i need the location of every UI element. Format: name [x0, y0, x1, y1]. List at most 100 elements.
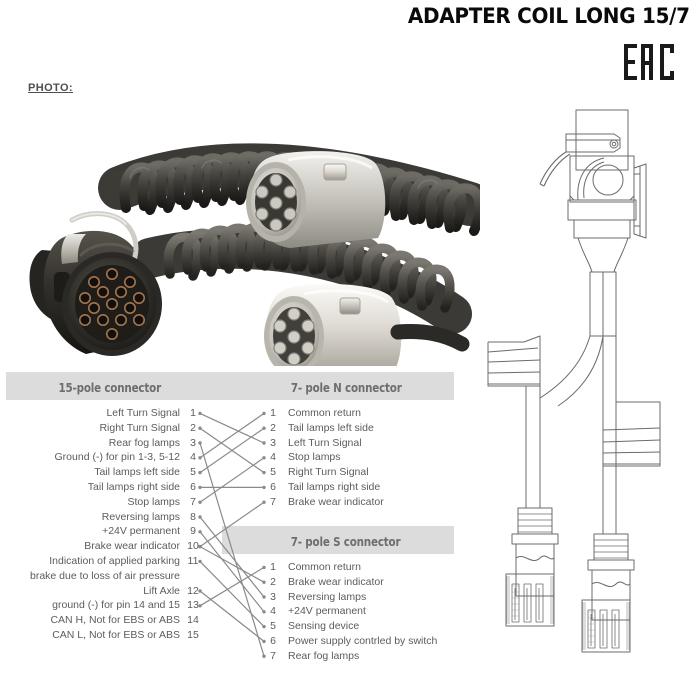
pin-number: 2	[270, 421, 276, 434]
table-row: Left Turn Signal 1	[12, 406, 206, 421]
table-row: 1 Common return	[268, 560, 454, 575]
table-row: Right Turn Signal 2	[12, 421, 206, 436]
table-row: Indication of applied parking 11	[12, 554, 206, 569]
pin-label: Right Turn Signal	[99, 421, 180, 434]
pin-label: Tail lamps left side	[288, 421, 374, 434]
pin-number: 4	[270, 605, 276, 618]
pin-label: ground (-) for pin 14 and 15	[52, 599, 180, 612]
pin-number: 8	[190, 510, 196, 523]
pin-number: 6	[270, 635, 276, 647]
pin-label: Tail lamps right side	[87, 481, 180, 493]
pin-label: Rear fog lamps	[108, 436, 180, 449]
pin-label: brake due to loss of air pressure	[30, 569, 180, 582]
pin-number: 5	[270, 466, 276, 479]
table-row: 6 Power supply contrled by switch	[268, 634, 454, 649]
pin-number: 4	[270, 451, 276, 464]
pin-number: 4	[190, 451, 196, 464]
pin-label: Brake wear indicator	[288, 495, 384, 508]
pin-number: 3	[190, 436, 196, 449]
pin-label: Rear fog lamps	[288, 649, 360, 662]
product-photo	[0, 108, 492, 413]
table-row: Lift Axle 12	[12, 584, 206, 599]
pin-number: 1	[270, 561, 276, 573]
table-row: Brake wear indicator 10	[12, 539, 206, 554]
eac-certification-mark	[624, 44, 678, 84]
pin-label: Brake wear indicator	[288, 575, 384, 588]
pin-number: 11	[187, 555, 199, 567]
table-row: +24V permanent 9	[12, 524, 206, 539]
pin-label: Common return	[288, 407, 361, 419]
table-row: 2 Brake wear indicator	[268, 575, 454, 590]
pin-number: 1	[190, 407, 196, 419]
photo-label: PHOTO:	[28, 82, 73, 94]
table-row: 7 Brake wear indicator	[268, 495, 454, 510]
pin-number: 7	[270, 649, 276, 662]
pin-number: 13	[187, 599, 199, 612]
pin-label: Right Turn Signal	[288, 466, 369, 479]
pin-number: 2	[190, 421, 196, 434]
pin-label: Power supply contrled by switch	[288, 635, 438, 647]
pin-number: 3	[270, 436, 276, 449]
pin-label: Brake wear indicator	[84, 540, 180, 553]
pin-number: 14	[187, 614, 199, 627]
pole15-header-band	[6, 372, 222, 400]
pin-label: Sensing device	[288, 620, 360, 633]
table-row: 6 Tail lamps right side	[268, 480, 454, 495]
pin-number: 5	[270, 620, 276, 633]
pin-label: Lift Axle	[143, 584, 180, 597]
pin-label: Left Turn Signal	[106, 407, 180, 419]
table-row: CAN L, Not for EBS or ABS 15	[12, 628, 206, 643]
table-row: 5 Sensing device	[268, 619, 454, 634]
pin-label: Reversing lamps	[101, 510, 180, 523]
pin-label: Indication of applied parking	[49, 555, 180, 567]
poleN-header-band	[222, 372, 454, 400]
table-row: 5 Right Turn Signal	[268, 465, 454, 480]
pin-label: Left Turn Signal	[288, 436, 362, 449]
table-row: CAN H, Not for EBS or ABS 14	[12, 613, 206, 628]
pin-number: 6	[270, 481, 276, 493]
pin-label: Ground (-) for pin 1-3, 5-12	[54, 451, 180, 464]
pin-label: CAN H, Not for EBS or ABS	[50, 614, 180, 627]
pin-label: Reversing lamps	[288, 590, 367, 603]
table-row: Reversing lamps 8	[12, 510, 206, 525]
table-row: Tail lamps left side 5	[12, 465, 206, 480]
table-row: Ground (-) for pin 1-3, 5-12 4	[12, 450, 206, 465]
pin-number: 7	[190, 495, 196, 508]
table-row: 7 Rear fog lamps	[268, 649, 454, 664]
poleS-header-label: 7- pole S connector	[290, 534, 401, 549]
pin-label: +24V permanent	[102, 525, 180, 538]
table-row: 4 +24V permanent	[268, 604, 454, 619]
table-row: Tail lamps right side 6	[12, 480, 206, 495]
pin-number: 9	[190, 525, 196, 538]
poleN-header-label: 7- pole N connector	[290, 380, 402, 395]
pin-label: CAN L, Not for EBS or ABS	[52, 629, 180, 641]
pole15-panel	[12, 400, 222, 686]
pin-number: 6	[190, 481, 196, 493]
pole15-header-label: 15-pole connector	[58, 380, 161, 395]
pin-number: 1	[270, 407, 276, 419]
table-row: ground (-) for pin 14 and 15 13	[12, 598, 206, 613]
pin-number: 2	[270, 575, 276, 588]
pin-label: Tail lamps right side	[288, 481, 381, 493]
pin-label: Stop lamps	[127, 495, 180, 508]
pin-label: Tail lamps left side	[94, 466, 180, 479]
page-title: ADAPTER COIL LONG 15/7	[408, 4, 690, 28]
table-row: 4 Stop lamps	[268, 450, 454, 465]
pin-number: 7	[270, 495, 276, 508]
pin-number: 15	[187, 629, 199, 641]
pin-number: 10	[187, 540, 199, 553]
table-row: 1 Common return	[268, 406, 454, 421]
pin-number: 12	[187, 584, 199, 597]
pin-number: 5	[190, 466, 196, 479]
table-row: 3 Left Turn Signal	[268, 436, 454, 451]
technical-drawing	[474, 96, 700, 692]
table-row: Rear fog lamps 3	[12, 436, 206, 451]
pin-label: +24V permanent	[288, 605, 366, 618]
table-row: brake due to loss of air pressure	[12, 569, 206, 584]
pin-label: Stop lamps	[288, 451, 341, 464]
table-row: 2 Tail lamps left side	[268, 421, 454, 436]
pin-label: Common return	[288, 561, 361, 573]
table-row: Stop lamps 7	[12, 495, 206, 510]
